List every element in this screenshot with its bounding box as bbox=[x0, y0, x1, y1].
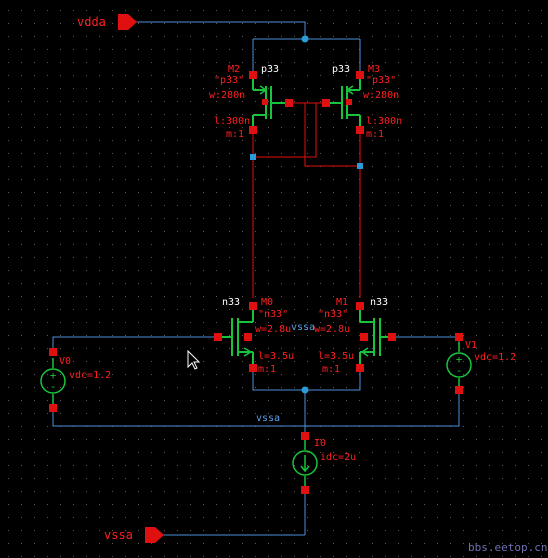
m3-w: w:280n bbox=[363, 90, 399, 101]
svg-text:-: - bbox=[50, 380, 57, 393]
wire-vssa-rail bbox=[52, 390, 460, 427]
m1-type: n33 bbox=[370, 297, 388, 308]
pin-vdda-label: vdda bbox=[77, 15, 106, 29]
i0-param: idc=2u bbox=[320, 452, 356, 463]
v0-param: vdc=1.2 bbox=[69, 370, 111, 381]
watermark: bbs.eetop.cn bbox=[468, 541, 547, 554]
schematic-grid bbox=[8, 10, 542, 557]
svg-text:-: - bbox=[456, 364, 463, 377]
pmos-m3[interactable] bbox=[326, 75, 361, 130]
m1-model: "n33" bbox=[318, 309, 348, 320]
m1-w: w=2.8u bbox=[314, 324, 350, 335]
m1-m: m:1 bbox=[322, 364, 340, 375]
m0-name: M0 bbox=[261, 297, 273, 308]
net-label-vssa-top: vssa bbox=[291, 322, 315, 333]
mouse-cursor bbox=[187, 349, 201, 370]
pin-vssa-label: vssa bbox=[104, 528, 133, 542]
m2-type: p33 bbox=[261, 64, 279, 75]
i0-name: I0 bbox=[314, 438, 326, 449]
wire-v0-gate bbox=[52, 336, 218, 352]
net-label-vssa-bottom: vssa bbox=[256, 413, 280, 424]
vsource-v0[interactable]: + - bbox=[40, 358, 66, 405]
m2-w: w:280n bbox=[209, 90, 245, 101]
m1-name: M1 bbox=[336, 297, 348, 308]
m0-l: l=3.5u bbox=[258, 351, 294, 362]
wire-vdda bbox=[133, 21, 306, 39]
m3-name: M3 bbox=[368, 64, 380, 75]
pin-vdda[interactable] bbox=[118, 14, 137, 30]
m3-m: m:1 bbox=[366, 129, 384, 140]
m2-model: "p33" bbox=[214, 75, 244, 86]
wire-gate-cross-b bbox=[304, 103, 360, 167]
wire-v1-gate bbox=[392, 336, 460, 352]
m3-l: l:300n bbox=[366, 116, 402, 127]
m2-name: M2 bbox=[228, 64, 240, 75]
v0-name: V0 bbox=[59, 356, 71, 367]
junctions bbox=[250, 35, 363, 394]
v1-name: V1 bbox=[465, 340, 477, 351]
v1-param: vdc=1.2 bbox=[474, 352, 516, 363]
svg-text:+: + bbox=[50, 369, 57, 382]
m0-w: w=2.8u bbox=[255, 324, 291, 335]
svg-text:+: + bbox=[456, 353, 463, 366]
m2-m: m:1 bbox=[226, 129, 244, 140]
pmos-m2[interactable] bbox=[252, 75, 289, 130]
m3-model: "p33" bbox=[366, 75, 396, 86]
pin-squares bbox=[49, 71, 463, 494]
m0-model: "n33" bbox=[258, 309, 288, 320]
wire-gate-cross-a bbox=[253, 102, 317, 158]
m0-m: m:1 bbox=[258, 364, 276, 375]
m3-type: p33 bbox=[332, 64, 350, 75]
drain-wires bbox=[252, 102, 361, 298]
m1-l: l=3.5u bbox=[318, 351, 354, 362]
pin-vssa[interactable] bbox=[145, 527, 164, 543]
nmos-m1[interactable] bbox=[359, 305, 392, 368]
m2-l: l:300n bbox=[214, 116, 250, 127]
m0-type: n33 bbox=[222, 297, 240, 308]
